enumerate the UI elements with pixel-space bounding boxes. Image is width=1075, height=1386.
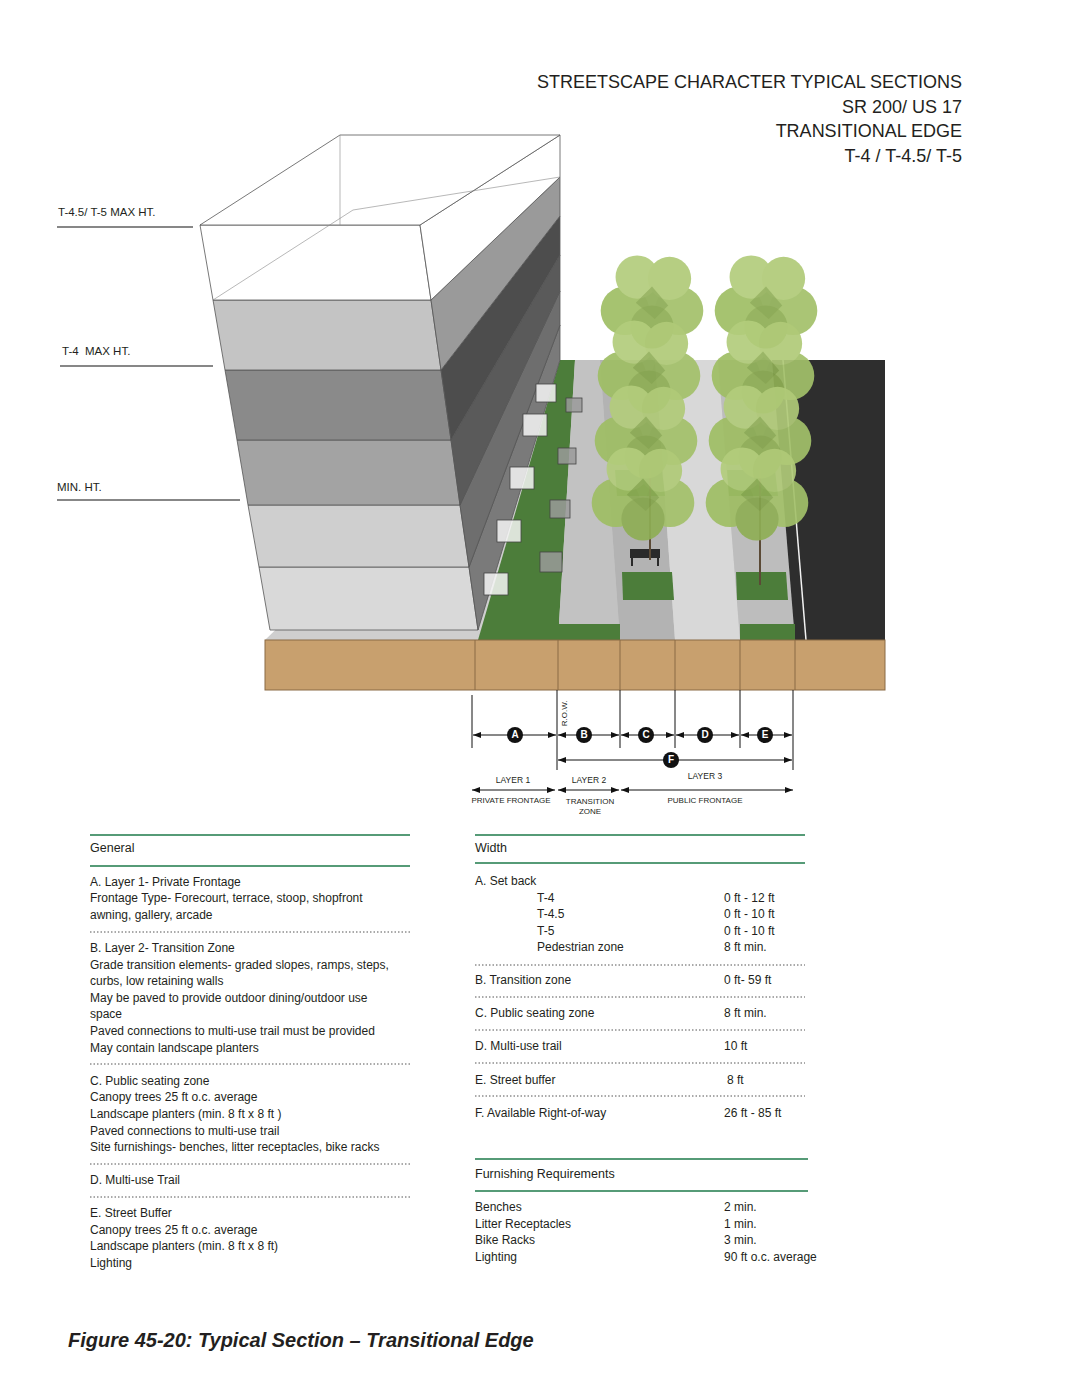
table-cell: F. Available Right-of-way bbox=[475, 1105, 606, 1121]
table-cell: 0 ft - 12 ft bbox=[724, 890, 775, 906]
callout-letter: C bbox=[642, 730, 649, 740]
table-cell: Litter Receptacles bbox=[475, 1216, 571, 1232]
table-cell: Lighting bbox=[475, 1249, 517, 1265]
canopy-trees bbox=[592, 255, 818, 585]
diagram-subtitle: TRANSITIONAL EDGE bbox=[776, 119, 962, 143]
table-cell: Benches bbox=[475, 1199, 522, 1215]
callout-circle: B bbox=[576, 727, 592, 743]
diagram-subtitle: T-4 / T-4.5/ T-5 bbox=[845, 144, 962, 168]
table-cell: Landscape planters (min. 8 ft x 8 ft) bbox=[90, 1238, 278, 1255]
table-heading: Width bbox=[475, 840, 507, 857]
height-lines bbox=[57, 227, 240, 500]
table-cell: C. Public seating zone bbox=[90, 1073, 209, 1090]
diagram-subtitle: SR 200/ US 17 bbox=[842, 95, 962, 119]
callout-circle: A bbox=[507, 727, 523, 743]
table-cell: 2 min. bbox=[724, 1199, 757, 1215]
table-cell: B. Transition zone bbox=[475, 972, 571, 988]
height-label: MIN. HT. bbox=[57, 480, 102, 496]
layer-label: LAYER 2 bbox=[572, 775, 606, 786]
callout-circle: C bbox=[638, 727, 654, 743]
table-cell: Pedestrian zone bbox=[537, 939, 624, 955]
row-label: R.O.W. bbox=[561, 700, 572, 726]
table-cell: 0 ft - 10 ft bbox=[724, 906, 775, 922]
table-cell: 8 ft bbox=[727, 1072, 744, 1088]
balconies bbox=[484, 384, 582, 595]
table-cell: 26 ft - 85 ft bbox=[724, 1105, 781, 1121]
table-heading: Furnishing Requirements bbox=[475, 1166, 615, 1183]
dimension-lines bbox=[472, 690, 793, 790]
callout-circle: F bbox=[663, 752, 679, 768]
table-cell: E. Street buffer bbox=[475, 1072, 556, 1088]
callout-letter: F bbox=[668, 755, 674, 765]
table-cell: 90 ft o.c. average bbox=[724, 1249, 817, 1265]
table-cell: Frontage Type- Forecourt, terrace, stoop… bbox=[90, 890, 398, 923]
table-cell: C. Public seating zone bbox=[475, 1005, 594, 1021]
table-cell: Grade transition elements- graded slopes… bbox=[90, 957, 398, 990]
layer-label: TRANSITION ZONE bbox=[559, 797, 621, 817]
table-cell: 10 ft bbox=[724, 1038, 747, 1054]
table-cell: 0 ft- 59 ft bbox=[724, 972, 771, 988]
figure-caption: Figure 45-20: Typical Section – Transiti… bbox=[68, 1327, 534, 1354]
table-cell: D. Multi-use Trail bbox=[90, 1172, 180, 1189]
layer-label: PRIVATE FRONTAGE bbox=[471, 796, 550, 807]
table-cell: T-4.5 bbox=[537, 906, 564, 922]
table-cell: Lighting bbox=[90, 1255, 132, 1272]
table-cell: Landscape planters (min. 8 ft x 8 ft ) bbox=[90, 1106, 281, 1123]
table-cell: 0 ft - 10 ft bbox=[724, 923, 775, 939]
layer-label: PUBLIC FRONTAGE bbox=[668, 796, 743, 807]
table-cell: A. Layer 1- Private Frontage bbox=[90, 874, 241, 891]
table-cell: 1 min. bbox=[724, 1216, 757, 1232]
height-label: T-4 MAX HT. bbox=[62, 344, 130, 360]
table-cell: Canopy trees 25 ft o.c. average bbox=[90, 1222, 257, 1239]
layer-label: LAYER 1 bbox=[496, 775, 530, 786]
table-cell: Bike Racks bbox=[475, 1232, 535, 1248]
table-cell: Site furnishings- benches, litter recept… bbox=[90, 1139, 379, 1156]
height-label: T-4.5/ T-5 MAX HT. bbox=[58, 205, 156, 221]
callout-letter: B bbox=[580, 730, 587, 740]
table-cell: D. Multi-use trail bbox=[475, 1038, 562, 1054]
table-cell: Canopy trees 25 ft o.c. average bbox=[90, 1089, 257, 1106]
table-cell: Paved connections to multi-use trail mus… bbox=[90, 1023, 375, 1040]
table-cell: 3 min. bbox=[724, 1232, 757, 1248]
callout-circle: D bbox=[697, 727, 713, 743]
table-heading: General bbox=[90, 840, 134, 857]
table-cell: T-5 bbox=[537, 923, 554, 939]
table-cell: 8 ft min. bbox=[724, 1005, 767, 1021]
table-cell: B. Layer 2- Transition Zone bbox=[90, 940, 235, 957]
callout-circle: E bbox=[757, 727, 773, 743]
ground-section bbox=[265, 640, 885, 690]
table-cell: A. Set back bbox=[475, 873, 536, 889]
building-massing bbox=[200, 135, 560, 630]
table-cell: E. Street Buffer bbox=[90, 1205, 172, 1222]
table-cell: Paved connections to multi-use trail bbox=[90, 1123, 279, 1140]
table-cell: May be paved to provide outdoor dining/o… bbox=[90, 990, 398, 1023]
table-cell: May contain landscape planters bbox=[90, 1040, 259, 1057]
table-cell: 8 ft min. bbox=[724, 939, 767, 955]
diagram-title: STREETSCAPE CHARACTER TYPICAL SECTIONS bbox=[537, 70, 962, 94]
callout-letter: D bbox=[701, 730, 708, 740]
callout-letter: A bbox=[511, 730, 518, 740]
table-cell: T-4 bbox=[537, 890, 554, 906]
layer-label: LAYER 3 bbox=[688, 771, 722, 782]
table-rules bbox=[90, 835, 808, 1197]
callout-letter: E bbox=[762, 730, 769, 740]
